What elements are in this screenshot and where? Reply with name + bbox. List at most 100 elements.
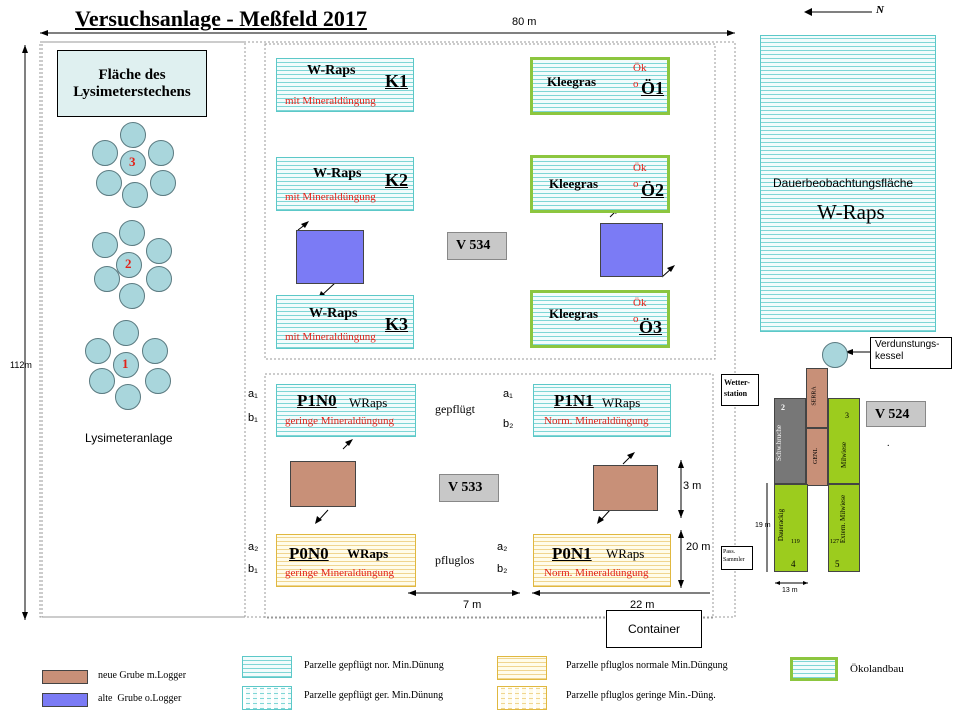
- passive-collector-box: Pass. Sammler: [721, 546, 753, 570]
- strip-genl: GENL: [806, 428, 828, 486]
- plot-crop: W-Raps: [309, 306, 358, 321]
- lysimeter-circle: [113, 320, 139, 346]
- legend-swatch-notill-normal: [497, 656, 547, 680]
- container-box: Container: [606, 610, 702, 648]
- strip-serra: SERRA: [806, 368, 828, 428]
- strip-number: 2: [781, 403, 785, 412]
- evaporation-pan-icon: [822, 342, 848, 368]
- plot-p0n1: P0N1 WRaps Norm. Mineraldüngung: [533, 534, 671, 587]
- lysimeter-circle: [120, 150, 146, 176]
- dim-7m: 7 m: [463, 599, 482, 611]
- site-v524: V 524: [866, 401, 926, 427]
- page-title: Versuchsanlage - Meßfeld 2017: [75, 6, 367, 31]
- plot-o: o: [633, 78, 639, 90]
- plot-id: P0N1: [552, 544, 592, 563]
- plot-crop: WRaps: [606, 546, 645, 561]
- plot-note: mit Mineraldüngung: [285, 331, 376, 343]
- lysimeter-group-1: 1: [122, 356, 129, 371]
- lysimeter-circle: [115, 384, 141, 410]
- plot-crop: W-Raps: [307, 63, 356, 78]
- plot-oek: Ök: [633, 162, 647, 174]
- lysimeter-circle: [142, 338, 168, 364]
- lysimeter-circle: [120, 122, 146, 148]
- plot-note: Norm. Mineraldüngung: [544, 567, 649, 579]
- dim-22m: 22 m: [630, 599, 655, 611]
- plot-oek: Ök: [633, 62, 647, 74]
- passive-collector-label: Pass. Sammler: [723, 549, 745, 563]
- label-a1: a₁: [248, 388, 258, 400]
- legend-old-pit-label: alte Grube o.Logger: [98, 693, 182, 704]
- strip-schwarzbrache: 2 Schw.bruche: [774, 398, 806, 484]
- dot-marker: .: [887, 438, 890, 449]
- plot-p1n1: P1N1 WRaps Norm. Mineraldüngung: [533, 384, 671, 437]
- label-a1-right: a₁: [503, 388, 513, 400]
- legend-new-pit-label: neue Grube m.Logger: [98, 670, 187, 681]
- dim-3m: 3 m: [683, 480, 702, 492]
- plot-k1: W-Raps K1 mit Mineraldüngung: [276, 58, 414, 112]
- evaporation-pan-box: Verdunstungs-kessel: [870, 337, 952, 369]
- plot-k3: W-Raps K3 mit Mineraldüngung: [276, 295, 414, 349]
- pit-old: [296, 230, 364, 284]
- plot-crop: WRaps: [349, 395, 388, 410]
- north-label: N: [876, 4, 884, 16]
- strip-label: Milwiese: [840, 441, 849, 469]
- legend-swatch-organic: [790, 657, 838, 681]
- plot-crop: Kleegras: [549, 306, 599, 321]
- plot-id: K2: [385, 170, 409, 190]
- dim-20m: 20 m: [686, 541, 711, 553]
- label-gepfluegt: gepflügt: [435, 402, 475, 416]
- permanent-observation-area: Dauerbeobachtungsfläche W-Raps: [760, 35, 936, 332]
- plot-id: K3: [385, 314, 409, 334]
- plot-o: o: [633, 313, 639, 325]
- lysimeter-circle: [85, 338, 111, 364]
- label-pfluglos: pfluglos: [435, 553, 475, 567]
- legend-swatch-notill-low: [497, 686, 547, 710]
- weather-station-box: Wetter-station: [721, 374, 759, 406]
- plot-oek: Ök: [633, 297, 647, 309]
- plot-oe3: Kleegras Ök o Ö3: [530, 290, 670, 348]
- pit-new: [290, 461, 356, 507]
- strip-number: 127: [830, 539, 839, 545]
- lysimeter-circle: [92, 140, 118, 166]
- label-a2: a₂: [248, 541, 259, 553]
- plot-crop: W-Raps: [313, 166, 362, 181]
- plot-id: Ö1: [641, 78, 665, 98]
- dim-112m: 112m: [10, 360, 32, 370]
- lysimeter-group-3: 3: [129, 154, 136, 169]
- lysimeter-circle: [116, 252, 142, 278]
- strip-label: Schw.bruche: [774, 425, 783, 461]
- permanent-area-crop: W-Raps: [817, 200, 885, 224]
- lysimeter-circle: [150, 170, 176, 196]
- legend-swatch-old-pit: [42, 693, 88, 707]
- lysimeter-circle: [145, 368, 171, 394]
- label-b2-low: b₂: [497, 563, 508, 575]
- strip-dauerackig: Dauerackig 119 4: [774, 484, 808, 572]
- lysimeter-area-box: Fläche des Lysimeterstechens: [57, 50, 207, 117]
- pit-old: [600, 223, 663, 277]
- plot-id: P0N0: [289, 544, 329, 563]
- strip-milwiese: 3 Milwiese: [828, 398, 860, 484]
- plot-oe1: Kleegras Ök o Ö1: [530, 57, 670, 115]
- plot-crop: Kleegras: [549, 176, 599, 191]
- legend-swatch-tilled-normal: [242, 656, 292, 678]
- strip-number: 3: [845, 411, 849, 420]
- plot-note: geringe Mineraldüngung: [285, 567, 395, 579]
- lysimeter-circle: [148, 140, 174, 166]
- plot-id: Ö3: [639, 317, 663, 337]
- strip-label: Dauerackig: [777, 508, 786, 542]
- plot-crop: Kleegras: [547, 74, 597, 89]
- label-b1: b₁: [248, 412, 258, 424]
- strip-number: 5: [835, 559, 840, 569]
- site-v533: V 533: [439, 474, 499, 502]
- plot-note: mit Mineraldüngung: [285, 95, 376, 107]
- plot-id: P1N1: [554, 391, 594, 410]
- lysimeter-circle: [92, 232, 118, 258]
- plot-oe2: Kleegras Ök o Ö2: [530, 155, 670, 213]
- lysimeter-circle: [146, 238, 172, 264]
- legend-swatch-new-pit: [42, 670, 88, 684]
- evaporation-pan-label: Verdunstungs-kessel: [875, 339, 940, 362]
- legend-tilled-low-label: Parzelle gepflügt ger. Min.Dünung: [304, 690, 444, 701]
- legend-swatch-tilled-low: [242, 686, 292, 710]
- strip-extern-milwiese: Extern. Milwiese 127 5: [828, 484, 860, 572]
- plot-note: geringe Mineraldüngung: [285, 415, 395, 427]
